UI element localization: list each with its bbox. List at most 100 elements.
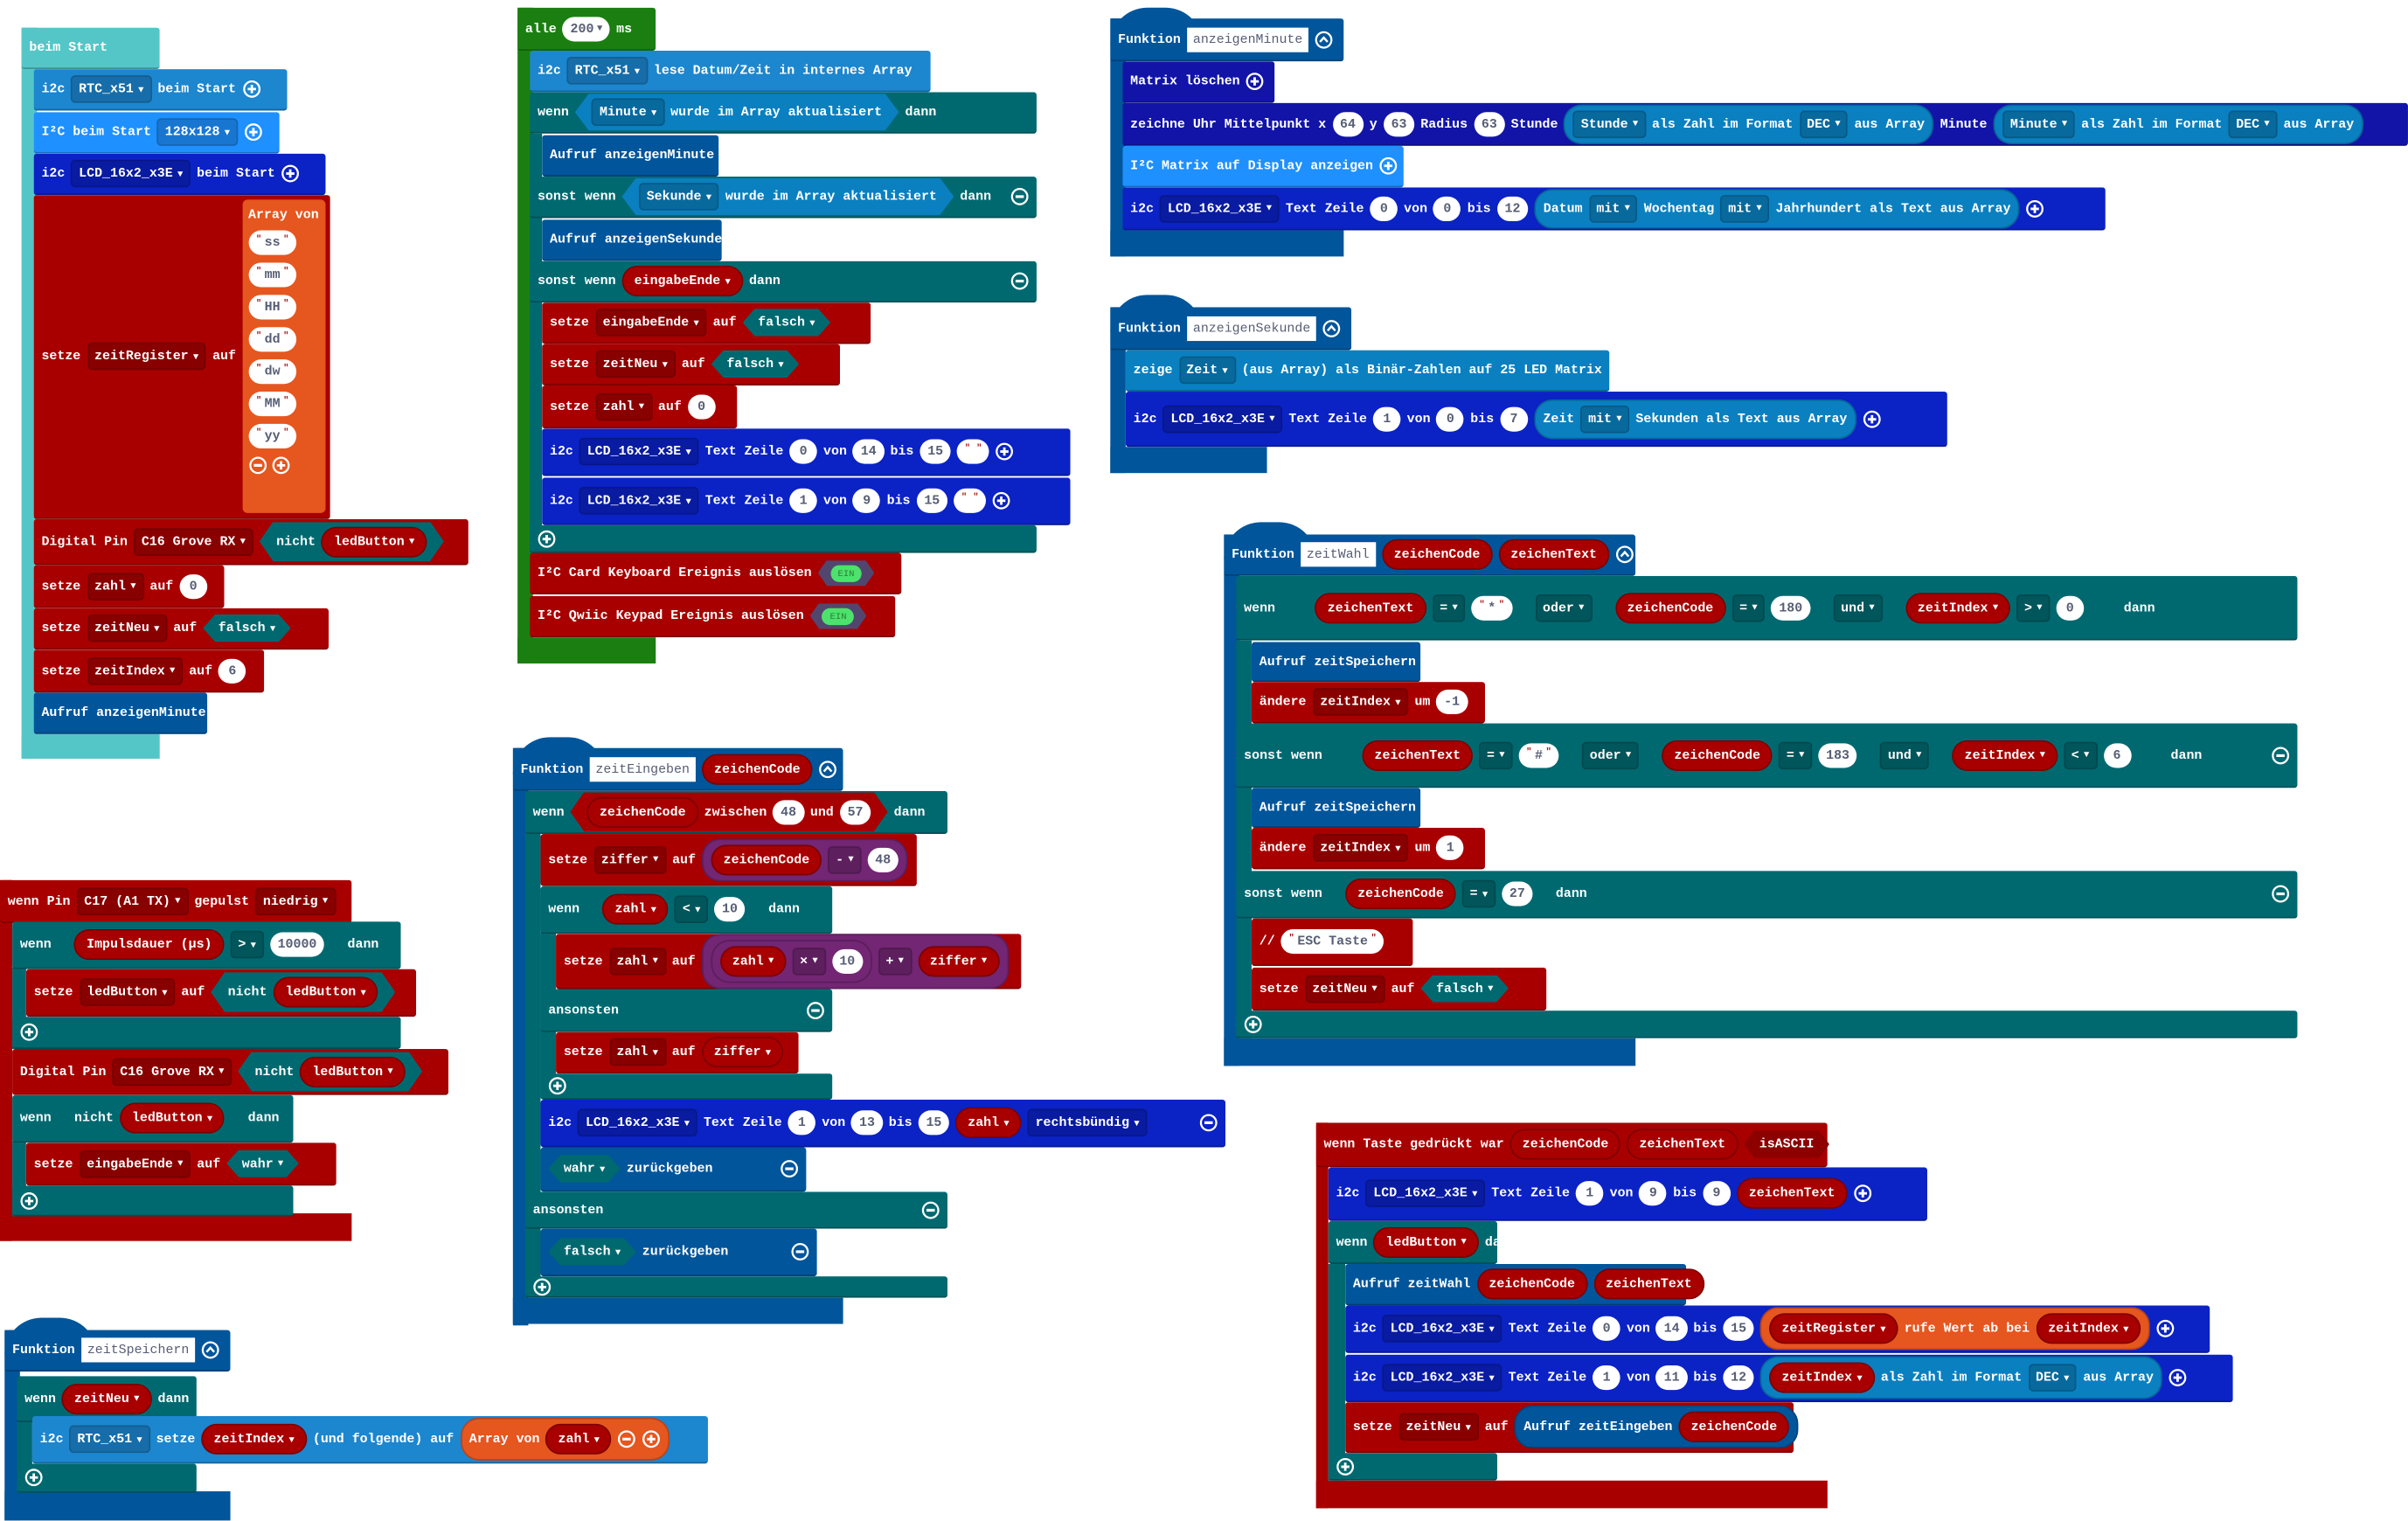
variable-zeichencode[interactable]: zeichenCode — [1509, 1129, 1621, 1160]
number-input[interactable]: 6 — [219, 657, 246, 683]
block-plus[interactable] — [1328, 1453, 1498, 1481]
block-ansonsten[interactable]: ansonsten — [524, 1191, 948, 1229]
add-circle-icon[interactable] — [1244, 1014, 1262, 1032]
function-name-field[interactable]: zeitSpeichern — [80, 1337, 196, 1363]
operator-dropdown-item[interactable]: =▼ — [1779, 741, 1812, 769]
condition-block[interactable]: zeichenCode=▼180 — [1598, 587, 1827, 628]
condition-block[interactable]: Impulsdauer (µs)>▼10000 — [58, 925, 342, 965]
dropdown-dec[interactable]: DEC▼ — [2228, 109, 2278, 138]
interval-dropdown[interactable]: 200▼ — [562, 16, 611, 41]
dropdown-stunde[interactable]: Stunde▼ — [1572, 109, 1646, 138]
block-matrix-l-schen[interactable]: Matrix löschen — [1122, 61, 1275, 103]
variable-impulsdauer-s[interactable]: Impulsdauer (µs) — [74, 929, 225, 960]
text-input[interactable] — [954, 488, 987, 513]
boolean-falsch[interactable]: falsch▼ — [203, 615, 291, 642]
variable-zeichencode[interactable]: zeichenCode — [1662, 740, 1773, 770]
operator-dropdown-item[interactable]: =▼ — [1731, 594, 1765, 622]
dropdown-eingabeende[interactable]: eingabeEnde▼ — [594, 309, 707, 337]
text-input[interactable]: # — [1518, 743, 1558, 767]
condition-block[interactable]: zeitIndex▼<▼6 — [1935, 735, 2148, 775]
dropdown-rtc-x51[interactable]: RTC_x51▼ — [566, 57, 648, 85]
add-circle-icon[interactable] — [642, 1430, 661, 1448]
dropdown-c16-grove-rx[interactable]: C16 Grove RX▼ — [134, 527, 253, 556]
dropdown-ledbutton[interactable]: ledButton▼ — [79, 978, 176, 1006]
add-circle-icon[interactable] — [992, 491, 1010, 510]
variable-zeichentext[interactable]: zeichenText — [1498, 538, 1610, 570]
number-input[interactable]: 13 — [851, 1110, 883, 1136]
number-input[interactable]: 15 — [1723, 1316, 1754, 1341]
variable-zeichentext[interactable]: zeichenText — [1315, 592, 1426, 622]
operator-dropdown-oder[interactable]: oder▼ — [1535, 594, 1592, 622]
remove-circle-icon[interactable] — [921, 1200, 940, 1219]
block-aufruf-anzeigensekunde[interactable]: Aufruf anzeigenSekunde — [542, 219, 722, 261]
variable-zeichentext[interactable]: zeichenText — [1362, 740, 1473, 770]
dropdown-zeitneu[interactable]: zeitNeu▼ — [1398, 1413, 1479, 1441]
block-plus[interactable] — [530, 524, 1037, 553]
block-plus[interactable] — [540, 1073, 833, 1101]
block-wenn[interactable]: wennzeichenText=▼*oder▼zeichenCode=▼180u… — [1236, 575, 2298, 641]
number-input[interactable]: 64 — [1332, 111, 1364, 136]
block-aufruf-anzeigenminute[interactable]: Aufruf anzeigenMinute — [33, 692, 208, 734]
text-input[interactable]: HH — [248, 295, 297, 320]
number-input[interactable]: 10000 — [270, 932, 324, 956]
number-input[interactable]: 6 — [2103, 743, 2131, 767]
number-input[interactable]: 183 — [1818, 743, 1856, 767]
variable-zeichencode[interactable]: zeichenCode — [702, 753, 813, 784]
variable-zeichentext[interactable]: zeichenText — [1627, 1129, 1738, 1160]
block-plus[interactable] — [17, 1463, 197, 1493]
number-input[interactable]: 9 — [852, 488, 881, 513]
block-zur-ckgeben[interactable]: wahr▼zurückgeben — [540, 1147, 807, 1192]
number-input[interactable]: 12 — [1496, 196, 1529, 221]
number-input[interactable]: 15 — [916, 488, 948, 513]
add-circle-icon[interactable] — [281, 164, 300, 183]
number-input[interactable]: 48 — [773, 800, 803, 824]
remove-circle-icon[interactable] — [2272, 746, 2290, 764]
operator-dropdown-und[interactable]: und▼ — [1833, 594, 1882, 622]
number-input[interactable]: 7 — [1500, 406, 1528, 431]
variable-zeichencode[interactable]: zeichenCode — [587, 796, 698, 827]
dropdown-zahl[interactable]: zahl▼ — [594, 392, 652, 420]
condition-block[interactable]: zahl▼<▼10 — [586, 889, 762, 929]
dropdown-zeitneu[interactable]: zeitNeu▼ — [87, 614, 168, 642]
add-circle-icon[interactable] — [24, 1469, 43, 1487]
text-input[interactable]: ss — [248, 230, 297, 255]
dropdown-zeitneu[interactable]: zeitNeu▼ — [1304, 974, 1385, 1003]
number-input[interactable]: -1 — [1436, 689, 1468, 715]
dropdown-minute[interactable]: Minute▼ — [2002, 109, 2076, 138]
number-input[interactable]: 11 — [1655, 1365, 1688, 1391]
block-plus[interactable] — [12, 1017, 401, 1050]
function-name-field[interactable]: zeitWahl — [1300, 542, 1376, 567]
number-input[interactable]: 12 — [1723, 1365, 1754, 1391]
remove-circle-icon[interactable] — [618, 1430, 636, 1448]
parameter-isascii[interactable]: isASCII — [1744, 1130, 1829, 1158]
function-name-field[interactable]: zeitEingeben — [589, 756, 696, 781]
operator-dropdown-item[interactable]: ×▼ — [792, 947, 826, 975]
dropdown-rechtsb-ndig[interactable]: rechtsbündig▼ — [1027, 1108, 1148, 1137]
number-input[interactable]: 10 — [714, 897, 745, 921]
number-input[interactable]: 1 — [1593, 1365, 1620, 1391]
number-input[interactable]: 1 — [1575, 1181, 1604, 1206]
add-circle-icon[interactable] — [1863, 409, 1881, 427]
number-input[interactable]: 0 — [1370, 196, 1398, 221]
condition-block[interactable]: zeichenCode=▼27 — [1329, 874, 1550, 914]
dropdown-lcd-16x2-x3e[interactable]: LCD_16x2_x3E▼ — [579, 486, 699, 515]
variable-zeitindex[interactable]: zeitIndex▼ — [1769, 1362, 1875, 1393]
